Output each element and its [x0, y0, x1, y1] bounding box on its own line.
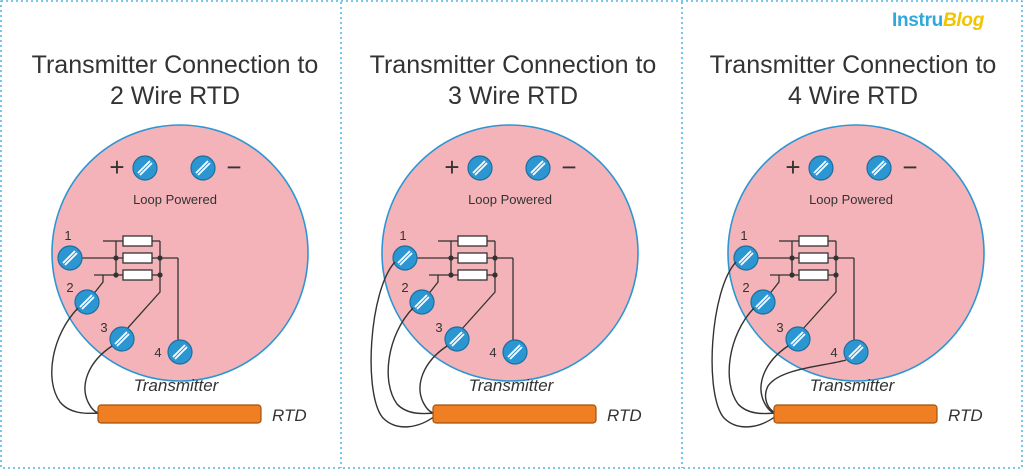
terminal-4-label: 4 — [489, 345, 496, 360]
title-line-1: Transmitter Connection to — [31, 51, 319, 79]
rtd-lead-wires — [51, 307, 113, 415]
terminal-2-icon — [409, 289, 435, 315]
terminal-2-icon — [750, 289, 776, 315]
terminal-1-icon — [392, 245, 418, 271]
negative-terminal-icon — [525, 155, 551, 181]
instrublog-logo: InstruBlog — [892, 10, 984, 32]
plus-sign: + — [109, 152, 124, 182]
title-line-2: 3 Wire RTD — [447, 82, 579, 110]
terminal-1-icon — [733, 245, 759, 271]
rtd-sensor — [97, 404, 262, 424]
transmitter-label: Transmitter — [810, 376, 896, 395]
minus-sign: − — [561, 152, 576, 182]
logo-part-2: Blog — [942, 10, 984, 31]
rtd-sensor — [773, 404, 938, 424]
terminal-2-label: 2 — [66, 280, 73, 295]
terminal-3-icon — [444, 326, 470, 352]
panel-title-2-wire: Transmitter Connection to 2 Wire RTD — [5, 50, 345, 112]
terminal-1-label: 1 — [399, 228, 406, 243]
terminal-1-label: 1 — [64, 228, 71, 243]
terminal-3-label: 3 — [776, 320, 783, 335]
terminal-2-label: 2 — [401, 280, 408, 295]
terminal-3-label: 3 — [100, 320, 107, 335]
transmitter-housing — [381, 124, 639, 382]
terminal-1-label: 1 — [740, 228, 747, 243]
terminal-4-label: 4 — [154, 345, 161, 360]
transmitter-housing — [51, 124, 309, 382]
title-line-2: 4 Wire RTD — [787, 82, 919, 110]
positive-terminal-icon — [132, 155, 158, 181]
terminal-2-label: 2 — [742, 280, 749, 295]
panel-title-3-wire: Transmitter Connection to 3 Wire RTD — [343, 50, 683, 112]
transmitter-housing — [727, 124, 985, 382]
title-line-1: Transmitter Connection to — [369, 51, 657, 79]
transmitter-label: Transmitter — [134, 376, 220, 395]
rtd-label: RTD — [607, 406, 642, 425]
minus-sign: − — [226, 152, 241, 182]
loop-powered-label: Loop Powered — [468, 192, 552, 207]
minus-sign: − — [902, 152, 917, 182]
rtd-lead-wires — [711, 261, 847, 428]
terminal-3-label: 3 — [435, 320, 442, 335]
rtd-label: RTD — [272, 406, 307, 425]
terminal-4-icon — [167, 339, 193, 365]
transmitter-label: Transmitter — [469, 376, 555, 395]
plus-sign: + — [785, 152, 800, 182]
negative-terminal-icon — [190, 155, 216, 181]
rtd-label: RTD — [948, 406, 983, 425]
rtd-sensor — [432, 404, 597, 424]
positive-terminal-icon — [467, 155, 493, 181]
negative-terminal-icon — [866, 155, 892, 181]
plus-sign: + — [444, 152, 459, 182]
panel-3-wire: + − Loop Powered 1 2 3 4 Transmitter RTD — [370, 124, 642, 428]
rtd-lead-wires — [370, 261, 448, 428]
loop-powered-label: Loop Powered — [809, 192, 893, 207]
terminal-3-icon — [785, 326, 811, 352]
panel-4-wire: + − Loop Powered 1 2 3 4 Transmitter RTD — [711, 124, 985, 428]
title-line-2: 2 Wire RTD — [109, 82, 241, 110]
logo-part-1: Instru — [892, 10, 943, 31]
loop-powered-label: Loop Powered — [133, 192, 217, 207]
terminal-2-icon — [74, 289, 100, 315]
panel-2-wire: + − Loop Powered 1 2 3 4 Transmitter RTD — [51, 124, 309, 425]
title-line-1: Transmitter Connection to — [709, 51, 997, 79]
terminal-4-label: 4 — [830, 345, 837, 360]
terminal-4-icon — [502, 339, 528, 365]
terminal-1-icon — [57, 245, 83, 271]
panel-title-4-wire: Transmitter Connection to 4 Wire RTD — [683, 50, 1023, 112]
terminal-3-icon — [109, 326, 135, 352]
terminal-4-icon — [843, 339, 869, 365]
positive-terminal-icon — [808, 155, 834, 181]
